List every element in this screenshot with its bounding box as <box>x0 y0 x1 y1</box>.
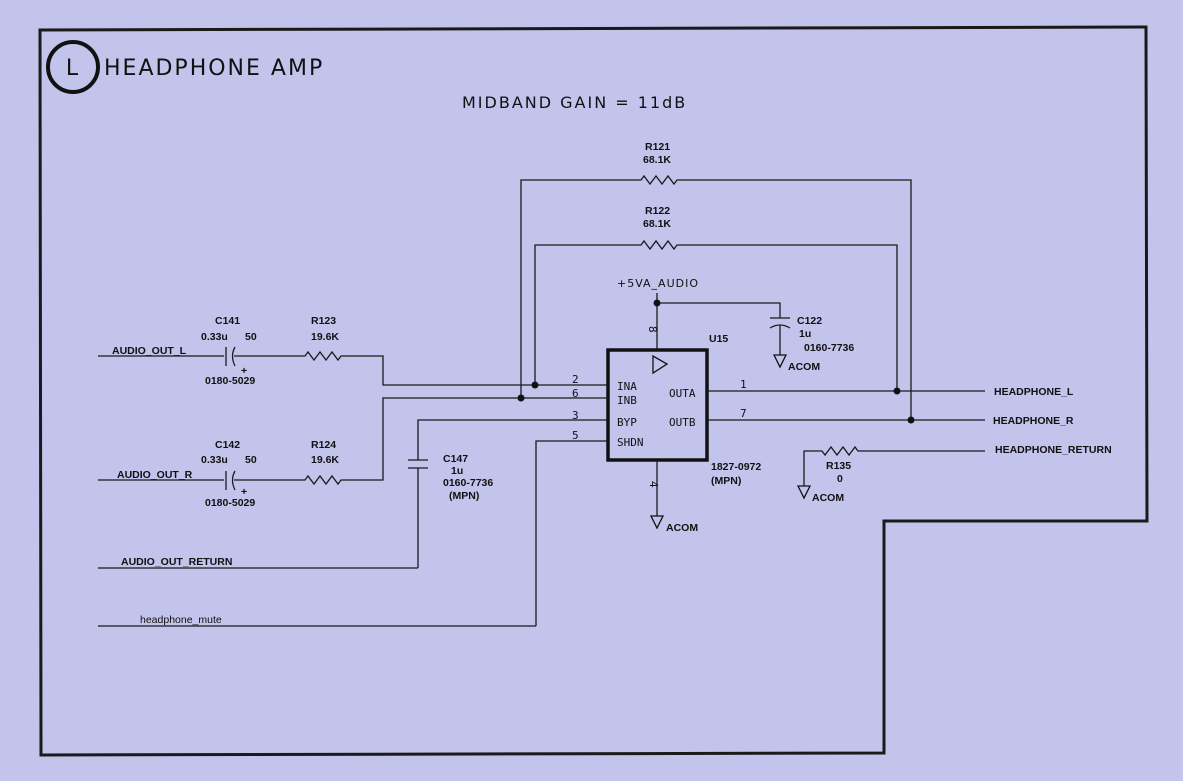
power-rail-label: +5VA_AUDIO <box>617 277 699 290</box>
u15-pin-outb-name: OUTB <box>669 416 696 429</box>
c141-polarity: + <box>241 365 247 377</box>
net-headphone-mute: headphone_mute <box>140 614 222 626</box>
net-audio-out-r: AUDIO_OUT_R <box>117 469 193 481</box>
c147-mpn: (MPN) <box>449 490 479 502</box>
u15-part-number: 1827-0972 <box>711 461 761 473</box>
c141-part-number: 0180-5029 <box>205 375 255 387</box>
net-audio-out-l: AUDIO_OUT_L <box>112 345 187 357</box>
c147-wire-top <box>417 419 608 460</box>
amplifier-icon <box>652 354 669 375</box>
shdn-wire <box>535 440 608 626</box>
u15-pin-inb-name: INB <box>617 394 637 407</box>
r122-ref: R122 <box>645 205 670 217</box>
u15-ref: U15 <box>709 333 728 345</box>
u15-pin-6-number: 6 <box>572 387 579 400</box>
zone-circle <box>46 40 100 94</box>
c147-ref: C147 <box>443 453 468 465</box>
c142-voltage: 50 <box>245 454 257 466</box>
u15-pin-8-number: 8 <box>646 326 659 333</box>
r135-ref: R135 <box>826 460 851 472</box>
junction-dot <box>531 381 539 389</box>
u15-mpn: (MPN) <box>711 475 741 487</box>
u15-pin-byp-name: BYP <box>617 416 637 429</box>
net-audio-out-return: AUDIO_OUT_RETURN <box>121 556 232 568</box>
net-headphone-l: HEADPHONE_L <box>994 386 1074 398</box>
r124-wire <box>234 397 608 486</box>
r135-value: 0 <box>837 473 843 485</box>
c142-part-number: 0180-5029 <box>205 497 255 509</box>
u15-pin-outa-name: OUTA <box>669 387 696 400</box>
u15-pin-7-number: 7 <box>740 407 747 420</box>
u15-pin-2-number: 2 <box>572 373 579 386</box>
c141-plate-right <box>231 346 236 367</box>
u15-ground-icon <box>649 515 665 530</box>
c122-ref: C122 <box>797 315 822 327</box>
r135-wire <box>803 445 985 486</box>
c122-ground-icon <box>772 354 788 369</box>
r123-wire <box>234 350 608 386</box>
c142-value: 0.33u <box>201 454 228 466</box>
u15-ground-label: ACOM <box>666 522 698 534</box>
c147-value: 1u <box>451 465 463 477</box>
c141-voltage: 50 <box>245 331 257 343</box>
c122-wire <box>657 302 781 318</box>
r123-value: 19.6K <box>311 331 339 343</box>
c142-plate-right <box>231 470 236 491</box>
sheet-subtitle: MIDBAND GAIN = 11dB <box>462 93 687 112</box>
zone-letter: L <box>66 56 80 81</box>
c141-ref: C141 <box>215 315 240 327</box>
r121-ref: R121 <box>645 141 670 153</box>
junction-dot <box>893 387 901 395</box>
c142-ref: C142 <box>215 439 240 451</box>
r135-ground-icon <box>796 485 812 500</box>
u15-pin-3-number: 3 <box>572 409 579 422</box>
net-headphone-return: HEADPHONE_RETURN <box>995 444 1112 456</box>
r121-value: 68.1K <box>643 154 671 166</box>
r124-value: 19.6K <box>311 454 339 466</box>
r122-value: 68.1K <box>643 218 671 230</box>
sheet-border <box>38 25 1149 757</box>
junction-dot <box>653 299 661 307</box>
c122-value: 1u <box>799 328 811 340</box>
r124-ref: R124 <box>311 439 336 451</box>
r122-wire <box>534 239 898 391</box>
net-headphone-r: HEADPHONE_R <box>993 415 1074 427</box>
junction-dot <box>907 416 915 424</box>
c141-value: 0.33u <box>201 331 228 343</box>
r121-wire <box>520 174 912 420</box>
u15-pin-5-number: 5 <box>572 429 579 442</box>
u15-pin-4-number: 4 <box>647 481 660 488</box>
r135-ground-label: ACOM <box>812 492 844 504</box>
c122-part-number: 0160-7736 <box>804 342 854 354</box>
r123-ref: R123 <box>311 315 336 327</box>
c122-ground-label: ACOM <box>788 361 820 373</box>
u15-pin-1-number: 1 <box>740 378 747 391</box>
u15-pin-shdn-name: SHDN <box>617 436 644 449</box>
junction-dot <box>517 394 525 402</box>
c142-polarity: + <box>241 486 247 498</box>
c147-part-number: 0160-7736 <box>443 477 493 489</box>
u15-pin-ina-name: INA <box>617 380 637 393</box>
sheet-title: HEADPHONE AMP <box>104 56 324 81</box>
